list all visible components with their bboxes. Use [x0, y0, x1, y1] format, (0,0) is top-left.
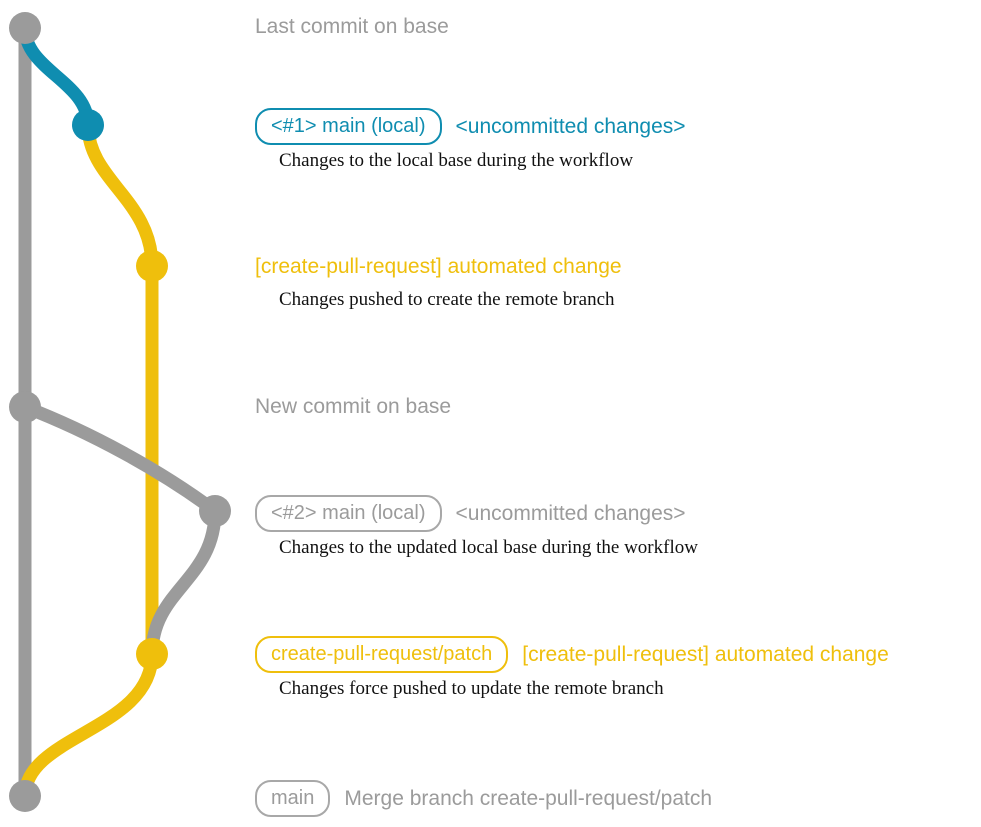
commit-row: create-pull-request/patch [create-pull-re…	[255, 636, 889, 701]
node-base-new-commit[interactable]	[9, 391, 41, 423]
ref-badge[interactable]: <#1> main (local)	[255, 108, 442, 145]
commit-headline: <#2> main (local) <uncommitted changes>	[255, 495, 686, 532]
commit-subject: Last commit on base	[255, 15, 449, 38]
commit-headline: main Merge branch create-pull-request/pat…	[255, 780, 712, 817]
local-branch-2-line	[18, 400, 222, 518]
commit-description: Changes pushed to create the remote bran…	[279, 289, 615, 310]
commit-row: <#2> main (local) <uncommitted changes> Ch…	[255, 495, 698, 560]
commit-row: <#1> main (local) <uncommitted changes> Ch…	[255, 108, 686, 173]
local-branch-1-line	[18, 21, 95, 132]
node-remote-2[interactable]	[136, 638, 168, 670]
node-local-2[interactable]	[199, 495, 231, 527]
commit-subject: New commit on base	[255, 395, 452, 418]
commit-headline: New commit on base	[255, 390, 451, 424]
remote-branch-line	[81, 118, 159, 661]
merge-into-base-line	[18, 647, 159, 803]
commit-description: Changes to the updated local base during…	[279, 537, 698, 558]
ref-badge[interactable]: main	[255, 780, 331, 817]
commit-subject: [create-pull-request] automated change	[522, 642, 889, 666]
node-base-merge[interactable]	[9, 780, 41, 812]
commit-subject: [create-pull-request] automated change	[255, 255, 622, 278]
commit-headline: Last commit on base	[255, 10, 449, 44]
commit-subject: <uncommitted changes>	[455, 114, 686, 138]
local-2-to-remote-2-line	[145, 504, 222, 661]
commit-headline: <#1> main (local) <uncommitted changes>	[255, 108, 686, 145]
node-local-1[interactable]	[72, 109, 104, 141]
node-remote-1[interactable]	[136, 250, 168, 282]
commit-headline: [create-pull-request] automated change	[255, 250, 622, 284]
ref-badge[interactable]: create-pull-request/patch	[255, 636, 509, 673]
commit-description: Changes to the local base during the wor…	[279, 150, 634, 171]
commit-row: main Merge branch create-pull-request/pat…	[255, 780, 712, 817]
node-base-last-commit[interactable]	[9, 12, 41, 44]
commit-row: Last commit on base	[255, 10, 449, 44]
commit-row: New commit on base	[255, 390, 451, 424]
ref-badge[interactable]: <#2> main (local)	[255, 495, 442, 532]
commit-subject: Merge branch create-pull-request/patch	[344, 786, 713, 810]
commit-headline: create-pull-request/patch [create-pull-re…	[255, 636, 889, 673]
commit-description: Changes force pushed to update the remot…	[279, 678, 664, 699]
commit-subject: <uncommitted changes>	[455, 501, 686, 525]
